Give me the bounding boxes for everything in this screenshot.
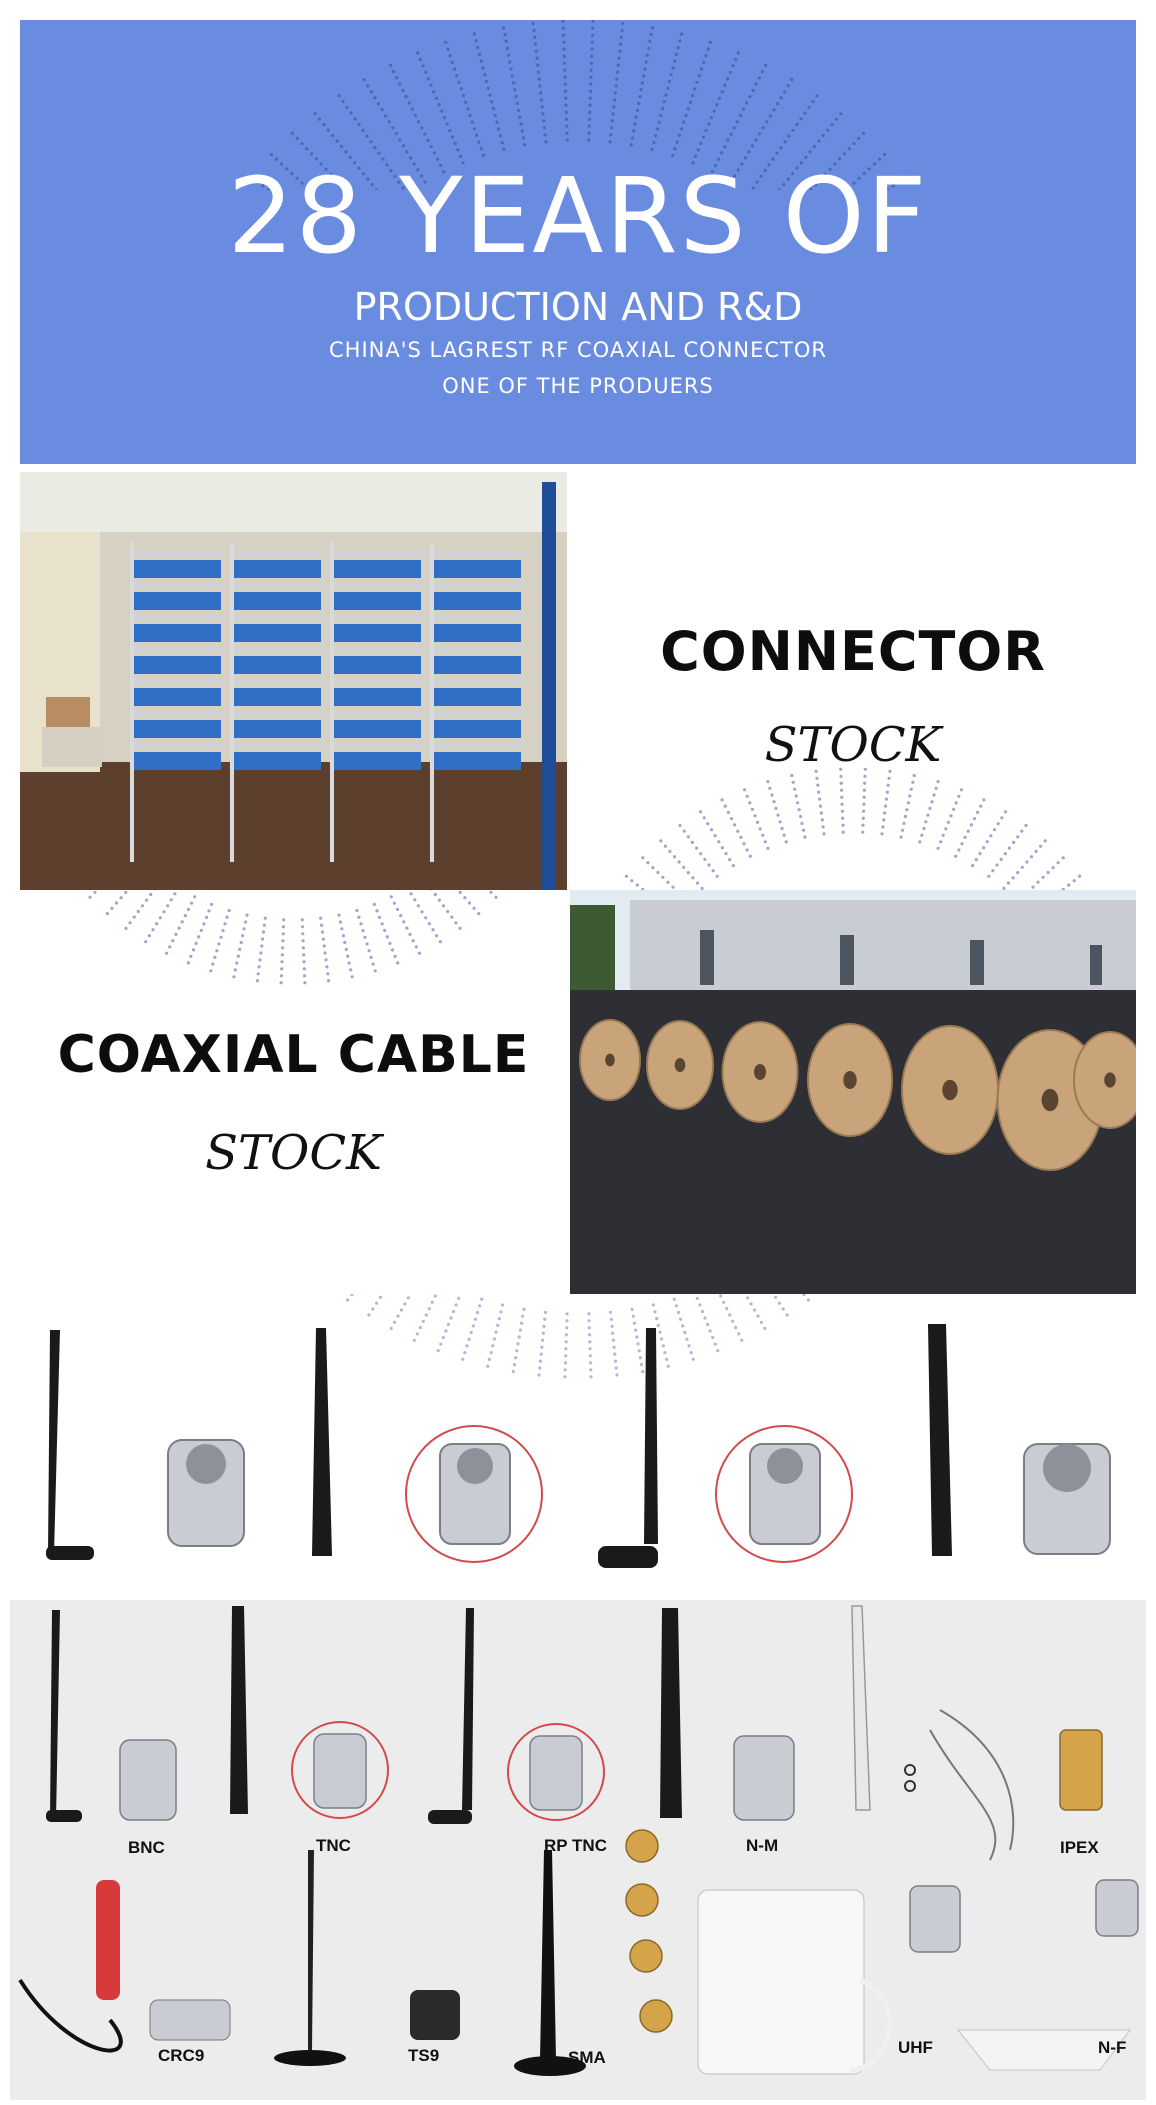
connector-stock-script: STOCK [764, 717, 942, 773]
warehouse-shelves-illustration [20, 472, 567, 890]
label-crc9: CRC9 [158, 2046, 205, 2065]
connector-catalog: BNC TNC RP TNC N-M IPEX CRC9 TS9 SMA UHF… [10, 1600, 1146, 2100]
label-bnc: BNC [128, 1838, 165, 1857]
label-n-m: N-M [746, 1836, 779, 1855]
catalog-product-illustrations [18, 1605, 1139, 2076]
dotted-arc-decoration [624, 767, 1082, 890]
label-ts9: TS9 [408, 2046, 440, 2065]
banner-tagline-2: ONE OF THE PRODUERS [442, 374, 714, 398]
hero-banner: 28 YEARS OF PRODUCTION AND R&D CHINA'S L… [20, 20, 1136, 464]
cable-reels-yard-photo [570, 890, 1136, 1294]
coaxial-cable-stock-panel: COAXIAL CABLE STOCK [20, 890, 567, 1294]
coaxial-cable-stock-title: COAXIAL CABLE [57, 1025, 530, 1085]
label-ipex: IPEX [1060, 1838, 1099, 1857]
warehouse-shelves-photo [20, 472, 567, 890]
label-uhf: UHF [898, 2038, 933, 2057]
dotted-arc-decoration [88, 890, 498, 985]
connector-stock-panel: CONNECTOR STOCK [570, 472, 1136, 890]
label-sma: SMA [568, 2048, 606, 2067]
label-rp-tnc: RP TNC [544, 1836, 607, 1855]
antenna-connector-row [20, 1294, 1136, 1594]
dotted-arc-decoration [346, 1294, 811, 1379]
dotted-arc-decoration [250, 20, 906, 190]
cable-reels-illustration [570, 890, 1136, 1294]
antenna-connector-illustrations [46, 1324, 1111, 1568]
banner-subtitle: PRODUCTION AND R&D [353, 285, 803, 329]
label-n-f: N-F [1098, 2038, 1127, 2057]
banner-tagline-1: CHINA'S LAGREST RF COAXIAL CONNECTOR [329, 338, 827, 362]
coaxial-cable-stock-script: STOCK [205, 1125, 382, 1181]
connector-stock-title: CONNECTOR [660, 620, 1046, 683]
label-tnc: TNC [316, 1836, 351, 1855]
banner-title: 28 YEARS OF [227, 155, 929, 277]
